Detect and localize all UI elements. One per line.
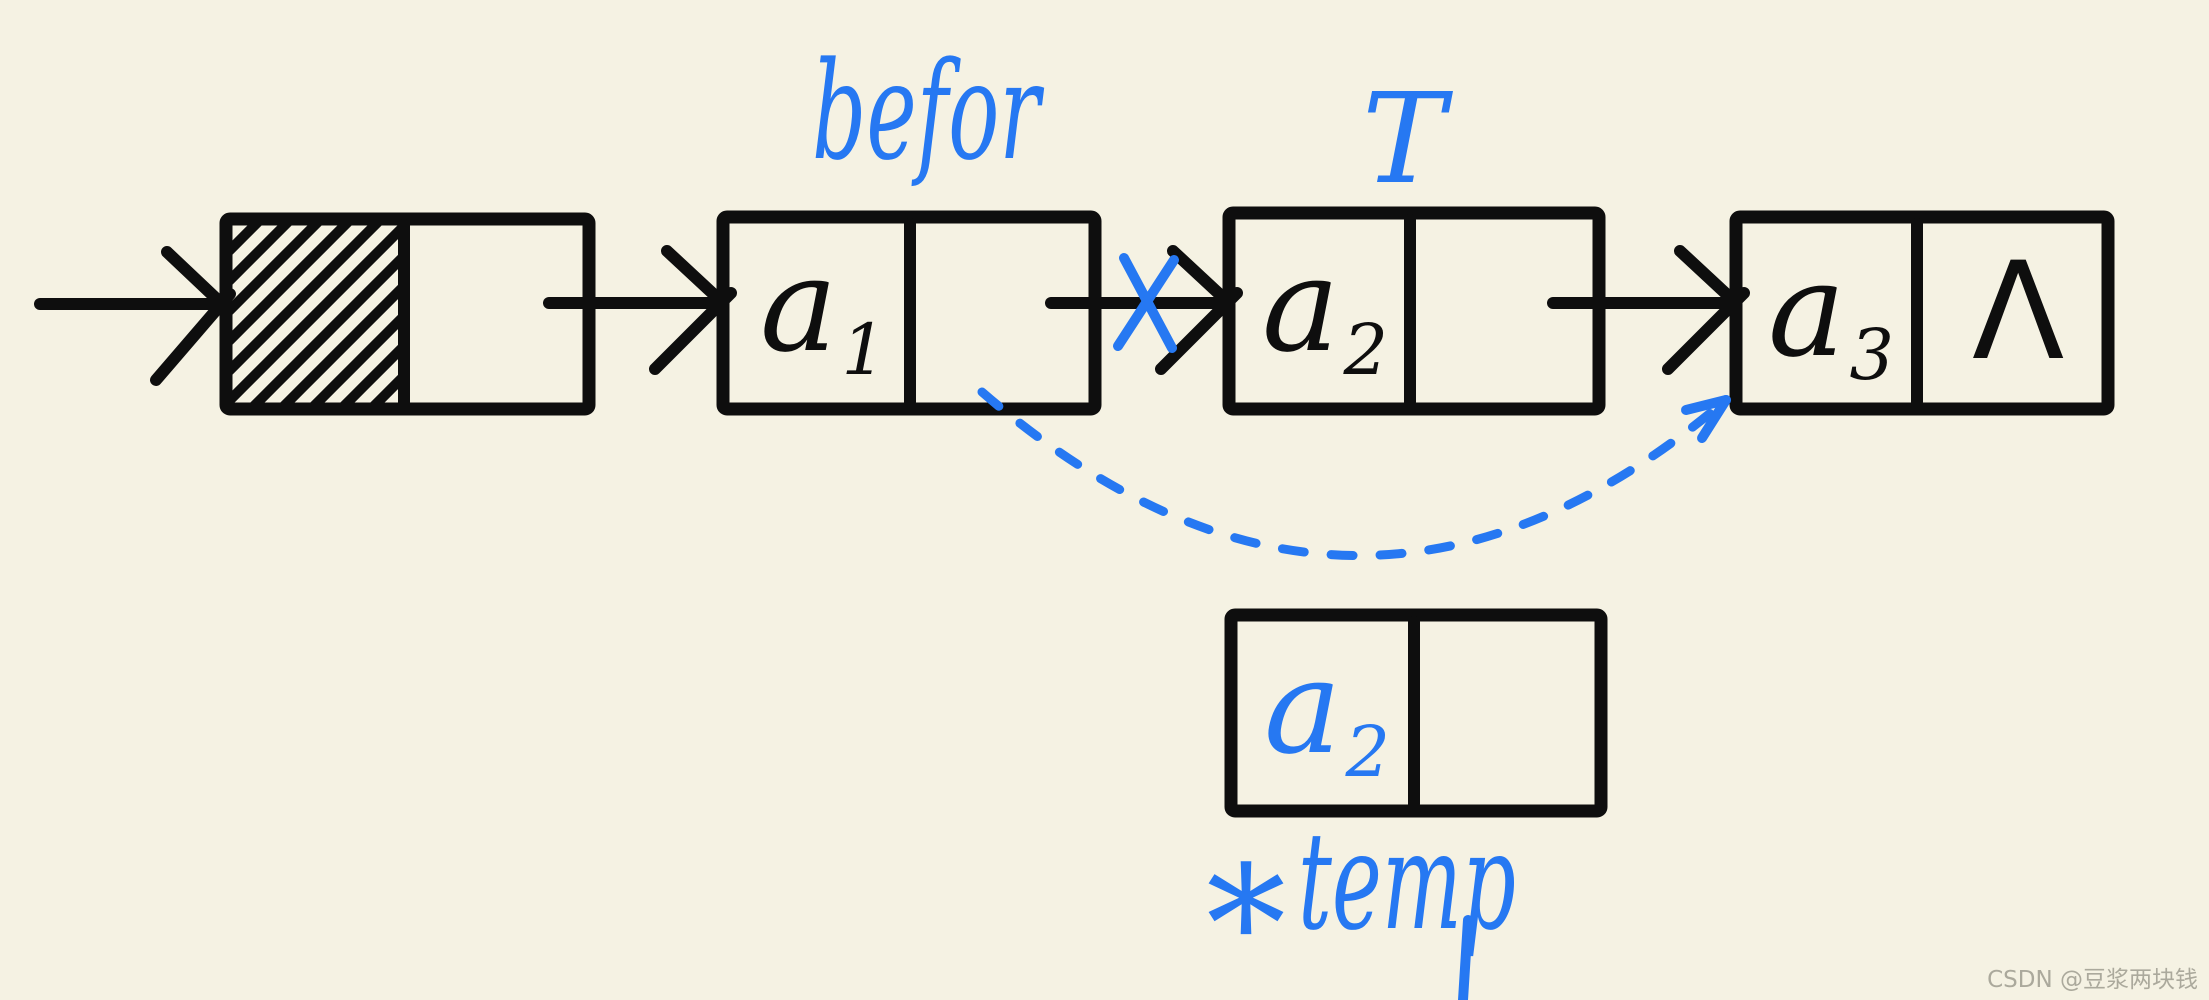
- node-a1: a1: [716, 210, 1102, 416]
- bypass-arrow-curve: [977, 387, 1731, 560]
- arrow-a1-to-a2-barb-up: [1167, 245, 1235, 309]
- arrow-head-to-a1-barb-up: [661, 245, 729, 309]
- node-a1-box: [716, 210, 1102, 416]
- before-annotation-label: befor: [812, 33, 1045, 190]
- arrow-a2-to-a3: [1547, 245, 1750, 375]
- temp-node-value: a2: [1264, 631, 1390, 793]
- delete-cross-stroke-2: [1113, 255, 1179, 351]
- temp-annotation-word: temp: [1298, 803, 1516, 960]
- temp-annotation-star: *: [1206, 831, 1286, 1000]
- head-node-box: [219, 212, 596, 416]
- bypass-arrow-barb-2: [1697, 395, 1731, 443]
- bypass-arrow-a1-to-a3: [977, 387, 1731, 560]
- t-pointer-label: T: [1362, 67, 1453, 212]
- head-node: [219, 212, 596, 416]
- node-a3: a3 Λ: [1729, 210, 2115, 416]
- head-node-hatched-cell: [232, 225, 398, 403]
- node-a3-value: a3: [1768, 234, 1894, 396]
- temp-p-descender-stroke: [1458, 915, 1473, 1000]
- arrow-head-to-a1: [543, 245, 737, 375]
- temp-node-box: [1224, 608, 1608, 818]
- csdn-watermark: CSDN @豆浆两块钱: [1987, 967, 2198, 993]
- node-a3-null-symbol: Λ: [1972, 233, 2064, 390]
- arrow-a2-to-a3-barb-up: [1674, 245, 1742, 309]
- node-a3-box: [1729, 210, 2115, 416]
- node-a2-value: a2: [1262, 229, 1388, 391]
- node-a1-value: a1: [760, 229, 886, 391]
- node-a2-box: [1222, 206, 1606, 416]
- entry-arrow: [34, 246, 236, 386]
- entry-arrow-barb-down: [150, 288, 236, 386]
- delete-cross-mark: [1113, 253, 1179, 353]
- temp-annotation: * temp: [1206, 803, 1516, 1000]
- node-a2: a2: [1222, 206, 1606, 416]
- temp-node: a2: [1224, 608, 1608, 818]
- entry-arrow-barb-up: [161, 246, 228, 310]
